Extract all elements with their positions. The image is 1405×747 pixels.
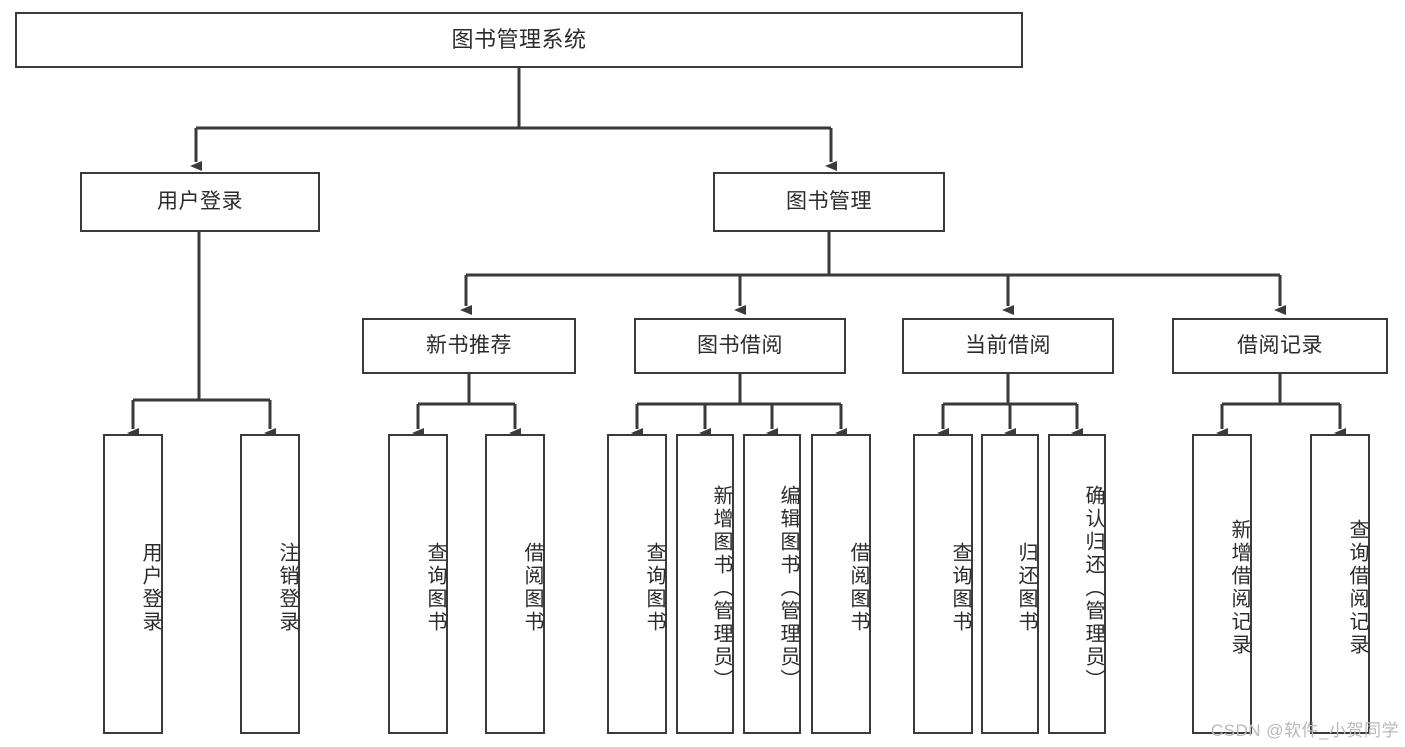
node-label: 用户登录 xyxy=(139,542,161,634)
leaf-newbook-borrow-book[interactable]: 借阅图书 xyxy=(485,434,545,734)
node-label: 查询图书 xyxy=(424,542,446,634)
leaf-user-logout[interactable]: 注销登录 xyxy=(240,434,300,734)
leaf-borrow-add-book-admin[interactable]: 新增图书（管理员） xyxy=(676,434,734,734)
node-current-borrow[interactable]: 当前借阅 xyxy=(902,318,1114,374)
leaf-current-query-book[interactable]: 查询图书 xyxy=(913,434,973,734)
node-label: 当前借阅 xyxy=(965,333,1051,357)
csdn-watermark: CSDN @软件_小贺同学 xyxy=(1210,721,1399,740)
leaf-user-login[interactable]: 用户登录 xyxy=(103,434,163,734)
node-label: 图书管理 xyxy=(786,189,872,213)
leaf-borrow-edit-book-admin[interactable]: 编辑图书（管理员） xyxy=(743,434,801,734)
node-label: 用户登录 xyxy=(157,189,243,213)
node-label: 归还图书 xyxy=(1015,542,1037,634)
node-label: 确认归还（管理员） xyxy=(1082,484,1104,692)
leaf-current-confirm-return-admin[interactable]: 确认归还（管理员） xyxy=(1048,434,1106,734)
node-label: 查询借阅记录 xyxy=(1346,519,1368,657)
node-label: 新增图书（管理员） xyxy=(710,484,732,692)
leaf-current-return-book[interactable]: 归还图书 xyxy=(981,434,1039,734)
node-label: 借阅图书 xyxy=(521,542,543,634)
node-book-borrow[interactable]: 图书借阅 xyxy=(634,318,846,374)
leaf-newbook-query-book[interactable]: 查询图书 xyxy=(388,434,448,734)
node-label: 新书推荐 xyxy=(426,333,512,357)
leaf-records-query-record[interactable]: 查询借阅记录 xyxy=(1310,434,1370,734)
node-label: 查询图书 xyxy=(643,542,665,634)
node-book-management[interactable]: 图书管理 xyxy=(713,172,945,232)
node-borrow-records[interactable]: 借阅记录 xyxy=(1172,318,1388,374)
node-label: 借阅图书 xyxy=(847,542,869,634)
node-label: 查询图书 xyxy=(949,542,971,634)
node-label: 注销登录 xyxy=(276,542,298,634)
node-label: 图书借阅 xyxy=(697,333,783,357)
node-user-login[interactable]: 用户登录 xyxy=(80,172,320,232)
node-label: 图书管理系统 xyxy=(451,27,587,53)
node-root-system[interactable]: 图书管理系统 xyxy=(15,12,1023,68)
node-label: 编辑图书（管理员） xyxy=(777,484,799,692)
leaf-records-add-record[interactable]: 新增借阅记录 xyxy=(1192,434,1252,734)
node-label: 新增借阅记录 xyxy=(1228,519,1250,657)
leaf-borrow-query-book[interactable]: 查询图书 xyxy=(607,434,667,734)
node-new-book-recommend[interactable]: 新书推荐 xyxy=(362,318,576,374)
leaf-borrow-borrow-book[interactable]: 借阅图书 xyxy=(811,434,871,734)
node-label: 借阅记录 xyxy=(1237,333,1323,357)
